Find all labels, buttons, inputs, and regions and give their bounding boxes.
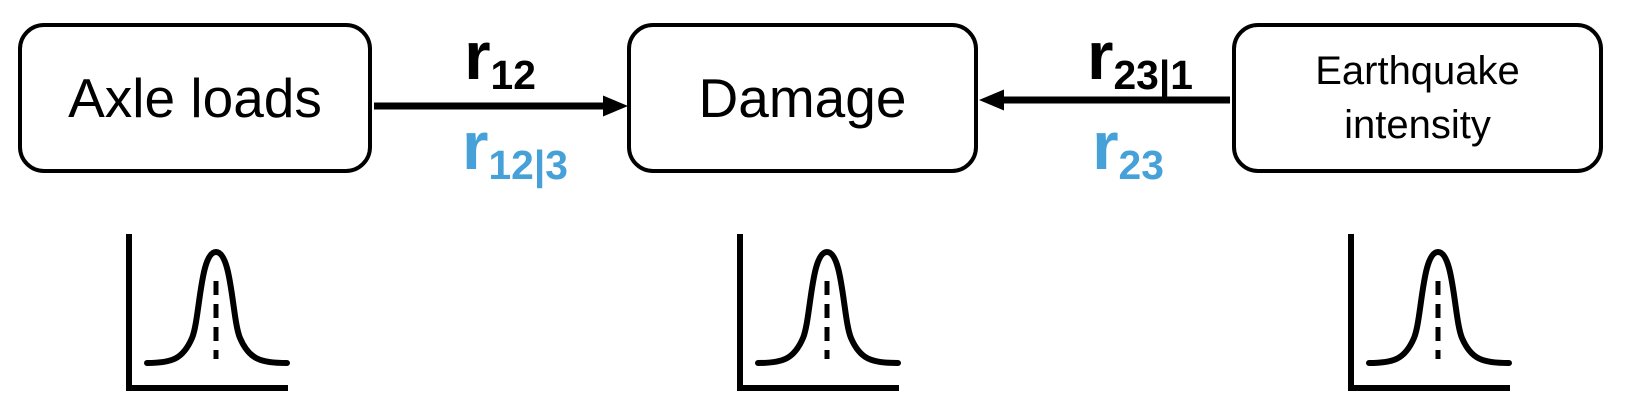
edge-label-r12-given-3-sub: 12|3 <box>488 142 568 189</box>
edge-label-r23-given-1-sub: 23|1 <box>1113 52 1193 99</box>
edge-label-r12-given-3: r12|3 <box>462 112 568 186</box>
normal-distribution-icon <box>126 234 290 391</box>
node-earthquake-intensity: Earthquake intensity <box>1232 23 1603 173</box>
edge-label-r12-sub: 12 <box>490 52 536 99</box>
node-damage-label: Damage <box>698 67 907 129</box>
normal-distribution-icon <box>737 234 901 391</box>
arrow-axle-to-damage-icon <box>374 95 628 117</box>
edge-label-r23-given-1-base: r <box>1087 18 1114 94</box>
edge-label-r23-sub: 23 <box>1118 142 1164 189</box>
node-earthquake-intensity-label: Earthquake intensity <box>1315 49 1520 147</box>
edge-label-r12: r12 <box>464 22 536 96</box>
edge-label-r23-given-1: r23|1 <box>1087 22 1193 96</box>
edge-label-r12-base: r <box>464 18 491 94</box>
node-damage: Damage <box>627 23 978 173</box>
edge-label-r23: r23 <box>1092 112 1164 186</box>
node-axle-loads-label: Axle loads <box>68 67 322 129</box>
edge-label-r12-given-3-base: r <box>462 108 489 184</box>
arrow-earthquake-to-damage-icon <box>979 89 1230 111</box>
edge-label-r23-base: r <box>1092 108 1119 184</box>
normal-distribution-icon <box>1348 234 1512 391</box>
node-axle-loads: Axle loads <box>18 23 372 173</box>
